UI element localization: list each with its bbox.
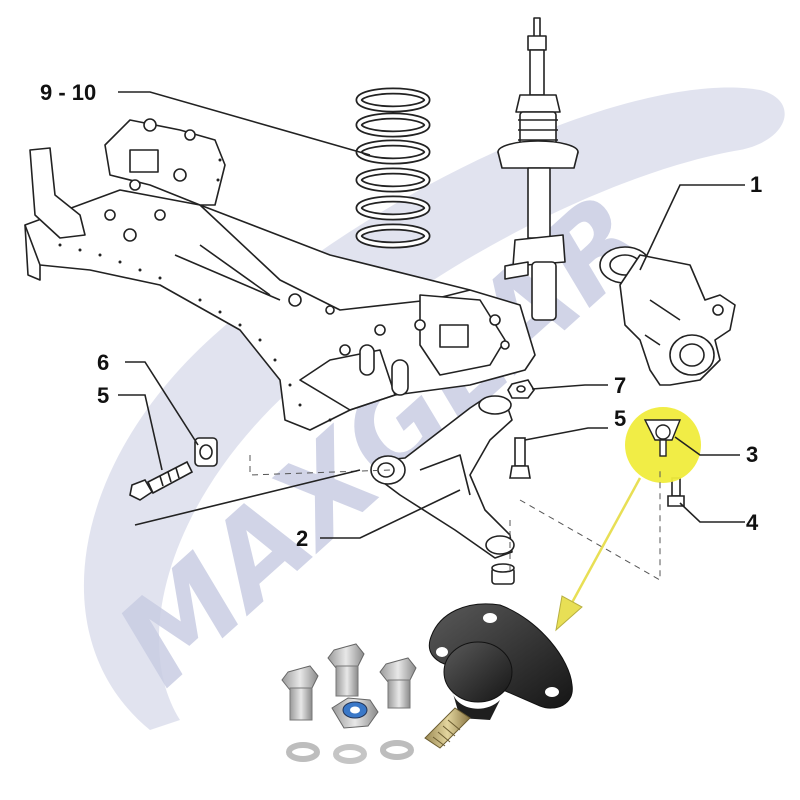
leader-lines	[118, 91, 745, 539]
guide-lines	[249, 455, 661, 581]
callout-springs: 9 - 10	[40, 80, 96, 105]
shock-absorber-icon	[497, 17, 579, 321]
hex-bolt-1	[281, 665, 319, 721]
hex-bolt-3	[379, 657, 417, 709]
callout-bolt-left: 5	[97, 383, 109, 408]
lock-nut	[331, 697, 379, 729]
callout-lower-arm: 2	[296, 526, 308, 551]
callout-knuckle: 1	[750, 172, 762, 197]
coil-spring-icon	[355, 87, 431, 249]
pointer-arrow	[555, 477, 642, 632]
ball-joint-icon	[281, 603, 573, 764]
callout-screw: 4	[746, 510, 759, 535]
watermark-swoosh	[83, 87, 785, 731]
callout-bolt-right: 5	[614, 406, 626, 431]
callouts: 9 - 10 1 6 5 7 5 3 2 4	[40, 80, 762, 551]
bolt-right-icon	[509, 437, 531, 479]
bushing-lower-icon	[491, 563, 515, 585]
bolt-left-icon	[129, 460, 194, 501]
hex-bolt-2	[327, 643, 365, 697]
callout-ball-joint: 3	[746, 442, 758, 467]
steering-knuckle-icon	[599, 246, 736, 386]
subframe-icon	[24, 118, 536, 431]
bushing-icon	[194, 437, 218, 467]
nut-icon	[507, 379, 535, 399]
washers	[286, 740, 414, 764]
callout-bushing: 6	[97, 350, 109, 375]
ball-joint-highlight	[625, 407, 701, 483]
callout-nut: 7	[614, 373, 626, 398]
